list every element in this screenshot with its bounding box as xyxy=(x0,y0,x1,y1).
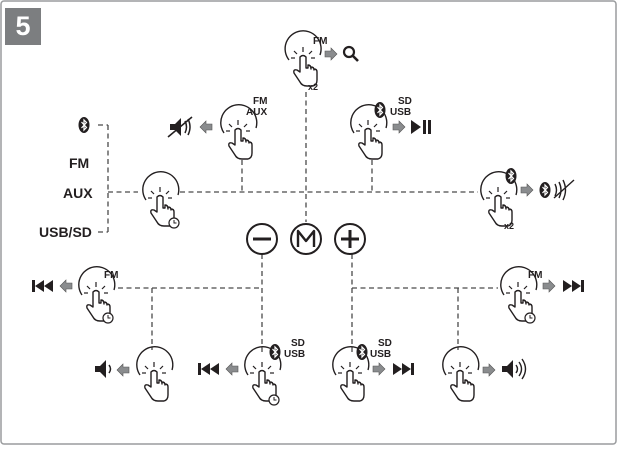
next-track-icon xyxy=(393,363,414,375)
mode-button xyxy=(290,223,322,255)
next-track-icon xyxy=(563,280,584,292)
bt-usb-play-pause: SD USB xyxy=(350,96,431,160)
search-icon xyxy=(342,45,359,62)
label-fm-aux-top: FM xyxy=(253,96,267,107)
label-fm-right: FM xyxy=(528,270,542,281)
fm-aux-mute: FM AUX xyxy=(167,96,267,160)
bt-press-next: SD USB xyxy=(332,338,414,402)
label-fm: FM xyxy=(313,36,327,47)
fm-double-tap-search: FM x2 xyxy=(284,30,359,92)
bt-double-tap-disconnect: x2 xyxy=(480,167,575,231)
bluetooth-icon xyxy=(77,116,91,134)
label-usb-bl: USB xyxy=(284,349,305,360)
label-sd-br: SD xyxy=(378,338,392,349)
connector-lines xyxy=(98,92,498,352)
fm-hold-previous: FM xyxy=(32,266,118,324)
label-usb-br: USB xyxy=(370,349,391,360)
label-x2-right: x2 xyxy=(504,221,514,231)
label-sd: SD xyxy=(398,96,412,107)
plus-button xyxy=(334,223,366,255)
mute-icon xyxy=(167,116,193,138)
volume-up-icon xyxy=(502,358,527,380)
mode-label-usb-sd: USB/SD xyxy=(39,224,92,240)
label-x2: x2 xyxy=(308,82,318,92)
previous-track-icon xyxy=(198,363,219,375)
minus-button xyxy=(246,223,278,255)
bluetooth-disconnect-icon xyxy=(538,179,575,201)
label-usb: USB xyxy=(390,107,411,118)
previous-track-icon xyxy=(32,280,53,292)
fm-hold-next: FM xyxy=(500,266,584,324)
volume-up-gesture xyxy=(442,346,527,402)
label-fm-aux-bottom: AUX xyxy=(246,107,267,118)
hold-hand-icon xyxy=(142,171,180,229)
play-pause-icon xyxy=(411,120,431,134)
mode-label-fm: FM xyxy=(69,155,90,171)
label-sd-bl: SD xyxy=(291,338,305,349)
step-number-badge: 5 xyxy=(5,8,41,45)
bt-hold-previous: SD USB xyxy=(198,338,305,406)
volume-down-icon xyxy=(95,360,112,378)
mode-label-aux: AUX xyxy=(63,185,93,201)
label-fm-left: FM xyxy=(104,270,118,281)
volume-down-gesture xyxy=(95,346,174,402)
